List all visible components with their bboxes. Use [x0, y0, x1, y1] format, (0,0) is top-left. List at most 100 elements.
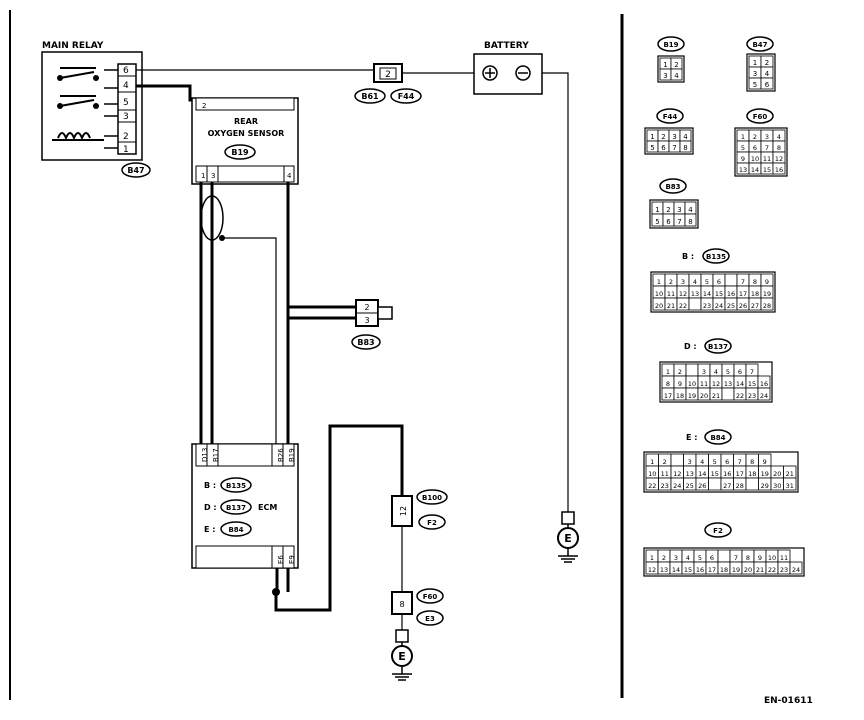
wire-ecm-ground — [274, 424, 404, 612]
legend-f44-pin: 6 — [661, 144, 666, 152]
battery-ground-label: E — [564, 532, 572, 545]
legend-b135-pin: 15 — [715, 290, 723, 298]
legend-f2-pin: 4 — [686, 554, 690, 562]
legend-b84-pin: 27 — [723, 482, 731, 490]
legend-b84-pin: 26 — [698, 482, 706, 490]
drawing-code: EN-01611 — [764, 696, 813, 706]
legend-b83-pin: 7 — [677, 218, 681, 226]
legend-f2-pin: 6 — [710, 554, 714, 562]
legend-b135-pin: 17 — [739, 290, 747, 298]
legend-b84-pin: 8 — [750, 458, 754, 466]
legend-b135-pin: 1 — [657, 278, 661, 286]
battery-title: BATTERY — [484, 41, 529, 51]
ecm-d-prefix: D : — [204, 503, 217, 512]
b100-label: B100 — [422, 494, 442, 502]
fuse-pin: 2 — [385, 70, 391, 80]
sensor-pin-1: 1 — [201, 172, 205, 180]
legend-b137-pin: 4 — [714, 368, 718, 376]
relay-pin-6: 6 — [123, 66, 129, 76]
ecm-pin-d13: D13 — [201, 448, 209, 462]
legend-b135-pin: 14 — [703, 290, 711, 298]
f2-label: F2 — [427, 519, 437, 527]
legend-b84-pin: 19 — [761, 470, 769, 478]
legend-f2-pin: 13 — [660, 566, 668, 574]
main-relay: MAIN RELAY 6 4 5 3 2 1 B47 — [41, 41, 151, 178]
relay-pin-1: 1 — [123, 145, 129, 155]
legend-b84-pin: 23 — [661, 482, 669, 490]
ecm-b84: B84 — [228, 526, 243, 534]
legend-b83-pin: 3 — [677, 206, 681, 214]
legend-b135-pin: 10 — [655, 290, 663, 298]
legend-f60-pin: 10 — [751, 155, 759, 163]
legend-b135-pin: 27 — [751, 302, 759, 310]
legend-b84-pin: 28 — [736, 482, 744, 490]
legend-b84-pin: 5 — [713, 458, 717, 466]
legend-b83-pin: 6 — [666, 218, 671, 226]
relay-pin-2: 2 — [123, 132, 129, 142]
legend-f60-pin: 11 — [763, 155, 771, 163]
legend-b84-prefix: E : — [686, 433, 697, 442]
legend-b84-pin: 29 — [761, 482, 769, 490]
legend-b19-pin: 2 — [674, 61, 678, 69]
legend-f44-pin: 1 — [650, 133, 654, 141]
legend-b83-pin: 8 — [688, 218, 692, 226]
ecm-pin-e6: E6 — [277, 555, 285, 564]
relay-pin-3: 3 — [123, 112, 129, 122]
wire-battery-ground — [542, 72, 569, 512]
legend-b137-pin: 8 — [666, 380, 670, 388]
legend-f2-pin: 3 — [674, 554, 678, 562]
legend-f2-pin: 23 — [780, 566, 788, 574]
legend-b135-pin: 22 — [679, 302, 687, 310]
legend-b135-oval — [702, 248, 730, 264]
legend-f60-pin: 4 — [777, 133, 781, 141]
legend-b84-pin: 31 — [786, 482, 794, 490]
legend-b137-oval — [704, 338, 732, 354]
legend-b84-pin: 18 — [748, 470, 756, 478]
legend-b135-pin: 4 — [693, 278, 697, 286]
ecm-title: ECM — [258, 503, 277, 512]
legend-b135-pin: 9 — [765, 278, 769, 286]
legend-f2-pin: 7 — [734, 554, 738, 562]
legend-b135-pin: 5 — [705, 278, 709, 286]
legend-b135-id: B135 — [706, 253, 726, 261]
legend-b84-pin: 10 — [648, 470, 656, 478]
legend-b137-prefix: D : — [684, 342, 697, 351]
legend-f2-pin: 22 — [768, 566, 776, 574]
legend-b137-pin: 3 — [702, 368, 706, 376]
rear-oxygen-sensor: 2 REAR OXYGEN SENSOR B19 1 3 4 — [191, 97, 299, 185]
legend-f60-id: F60 — [753, 113, 768, 121]
legend-b135-pin: 21 — [667, 302, 675, 310]
legend-b135-pin: 3 — [681, 278, 685, 286]
legend-f60-pin: 14 — [751, 166, 759, 174]
legend-b135-pin: 28 — [763, 302, 771, 310]
legend-b135-pin: 13 — [691, 290, 699, 298]
legend-f44-pin: 5 — [650, 144, 654, 152]
legend-f60-pin: 6 — [753, 144, 757, 152]
legend-f44-pin: 4 — [683, 133, 688, 141]
legend-b135-prefix: B : — [682, 252, 694, 261]
legend-b137-pin: 16 — [760, 380, 768, 388]
legend-b84-pin: 12 — [673, 470, 681, 478]
sensor-pin-2: 2 — [202, 102, 206, 110]
legend-b137-pin: 2 — [678, 368, 682, 376]
legend-f2-pin: 10 — [768, 554, 776, 562]
legend-b84-pin: 24 — [673, 482, 681, 490]
legend-b135-pin: 20 — [655, 302, 663, 310]
legend-b84-pin: 9 — [763, 458, 767, 466]
main-relay-title: MAIN RELAY — [42, 41, 104, 51]
battery: BATTERY — [473, 41, 543, 95]
legend-f60-pin: 3 — [765, 133, 769, 141]
relay-connector-label: B47 — [127, 166, 144, 175]
shield-loop — [200, 195, 224, 241]
legend-f2-pin: 16 — [696, 566, 704, 574]
legend-f2-pin: 14 — [672, 566, 680, 574]
legend-b84-pin: 22 — [648, 482, 656, 490]
legend-b83-oval — [659, 178, 687, 194]
legend-b135-pin: 12 — [679, 290, 687, 298]
legend-b135-pin: 26 — [739, 302, 747, 310]
legend-b47-pin: 5 — [753, 81, 757, 89]
legend-b135-pin: 2 — [669, 278, 673, 286]
ecm-pin-b26: B26 — [277, 448, 285, 462]
